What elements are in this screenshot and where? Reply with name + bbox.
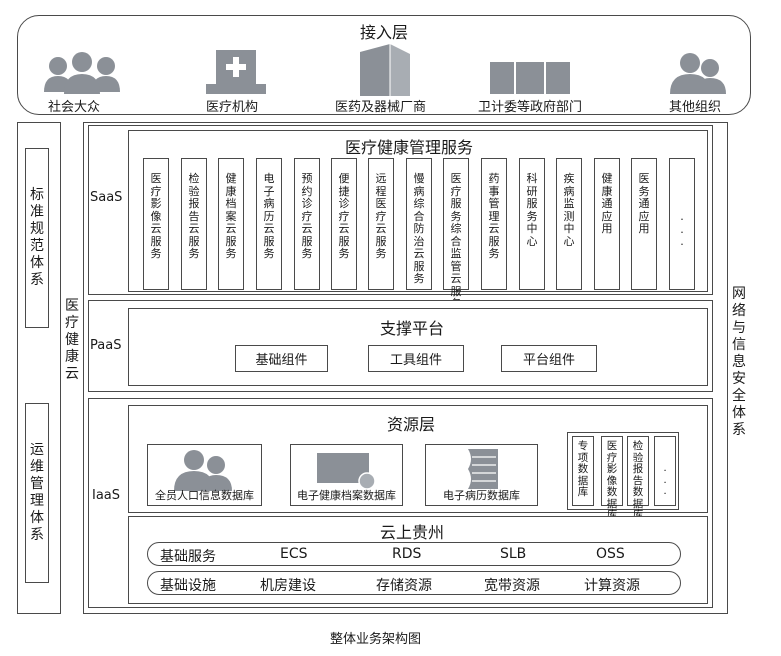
small-db-4: ... bbox=[654, 436, 676, 506]
saas-service-9: 医疗服务综合监管云服务 bbox=[443, 158, 469, 310]
operations-panel bbox=[25, 403, 49, 583]
government-building-icon bbox=[490, 62, 570, 94]
saas-title: 医疗健康管理服务 bbox=[345, 138, 474, 157]
saas-service-8: 慢病综合防治云服务 bbox=[406, 158, 432, 290]
figure-caption: 整体业务架构图 bbox=[330, 632, 422, 647]
security-label: 网络与信息安全体系 bbox=[732, 285, 746, 438]
saas-service-14: 医务通应用 bbox=[631, 158, 657, 290]
basic-facilities-row: 基础设施 机房建设 存储资源 宽带资源 计算资源 bbox=[147, 571, 681, 595]
small-db-3: 检验报告数据库 bbox=[627, 436, 649, 521]
saas-service-13: 健康通应用 bbox=[594, 158, 620, 290]
cloud-infra-title: 云上贵州 bbox=[380, 523, 445, 542]
document-stack-icon bbox=[468, 449, 498, 489]
resource-title: 资源层 bbox=[387, 415, 436, 434]
access-item-public: 社会大众 bbox=[48, 100, 101, 115]
people-group-icon bbox=[44, 52, 120, 94]
people-pair-icon bbox=[670, 53, 726, 94]
building-icon bbox=[360, 44, 410, 96]
basic-services-label: 基础服务 bbox=[160, 549, 216, 565]
service-rds: RDS bbox=[392, 546, 422, 562]
access-item-pharma-manufacturers: 医药及器械厂商 bbox=[335, 100, 427, 115]
facility-bandwidth: 宽带资源 bbox=[484, 578, 540, 594]
saas-tier-label: SaaS bbox=[90, 190, 123, 205]
saas-service-10: 药事管理云服务 bbox=[481, 158, 507, 290]
hospital-icon bbox=[206, 50, 266, 94]
population-db-label: 全员人口信息数据库 bbox=[155, 489, 254, 502]
saas-service-7: 远程医疗云服务 bbox=[368, 158, 394, 290]
security-column bbox=[727, 122, 751, 614]
small-db-1: 专项数据库 bbox=[572, 436, 594, 506]
cloud-label: 医疗健康云 bbox=[65, 297, 79, 382]
access-item-government: 卫计委等政府部门 bbox=[478, 100, 583, 115]
access-item-other-orgs: 其他组织 bbox=[669, 100, 722, 115]
operations-label: 运维管理体系 bbox=[30, 442, 44, 543]
facility-datacenter: 机房建设 bbox=[260, 578, 316, 594]
service-ecs: ECS bbox=[280, 546, 308, 562]
people-icon bbox=[174, 450, 232, 491]
service-slb: SLB bbox=[500, 546, 527, 562]
paas-title: 支撑平台 bbox=[380, 319, 445, 338]
small-db-2: 医疗影像数据库 bbox=[601, 436, 623, 521]
saas-service-12: 疾病监测中心 bbox=[556, 158, 582, 290]
standards-label: 标准规范体系 bbox=[30, 187, 44, 288]
component-platform: 平台组件 bbox=[501, 345, 597, 372]
emr-db-label: 电子病历数据库 bbox=[443, 489, 520, 502]
emr-db: 电子病历数据库 bbox=[425, 444, 538, 506]
record-icon bbox=[317, 453, 376, 489]
saas-service-1: 医疗影像云服务 bbox=[143, 158, 169, 290]
basic-services-row: 基础服务 ECS RDS SLB OSS bbox=[147, 542, 681, 566]
component-tools: 工具组件 bbox=[368, 345, 464, 372]
health-record-db: 电子健康档案数据库 bbox=[290, 444, 403, 506]
iaas-tier-label: IaaS bbox=[92, 488, 121, 503]
standards-panel bbox=[25, 148, 49, 328]
saas-service-11: 科研服务中心 bbox=[519, 158, 545, 290]
health-record-db-label: 电子健康档案数据库 bbox=[297, 489, 396, 502]
population-db: 全员人口信息数据库 bbox=[147, 444, 262, 506]
facility-storage: 存储资源 bbox=[376, 578, 432, 594]
paas-tier-label: PaaS bbox=[90, 338, 122, 353]
saas-service-4: 电子病历云服务 bbox=[256, 158, 282, 290]
saas-service-15: ... bbox=[669, 158, 695, 290]
facility-compute: 计算资源 bbox=[584, 578, 640, 594]
saas-service-6: 便捷诊疗云服务 bbox=[331, 158, 357, 290]
access-item-medical-institutions: 医疗机构 bbox=[206, 100, 259, 115]
access-layer-title: 接入层 bbox=[360, 23, 409, 42]
saas-service-5: 预约诊疗云服务 bbox=[294, 158, 320, 290]
service-oss: OSS bbox=[596, 546, 625, 562]
component-basic: 基础组件 bbox=[235, 345, 328, 372]
cloud-column bbox=[60, 122, 84, 614]
saas-service-2: 检验报告云服务 bbox=[181, 158, 207, 290]
basic-facilities-label: 基础设施 bbox=[160, 578, 216, 594]
saas-service-3: 健康档案云服务 bbox=[218, 158, 244, 290]
